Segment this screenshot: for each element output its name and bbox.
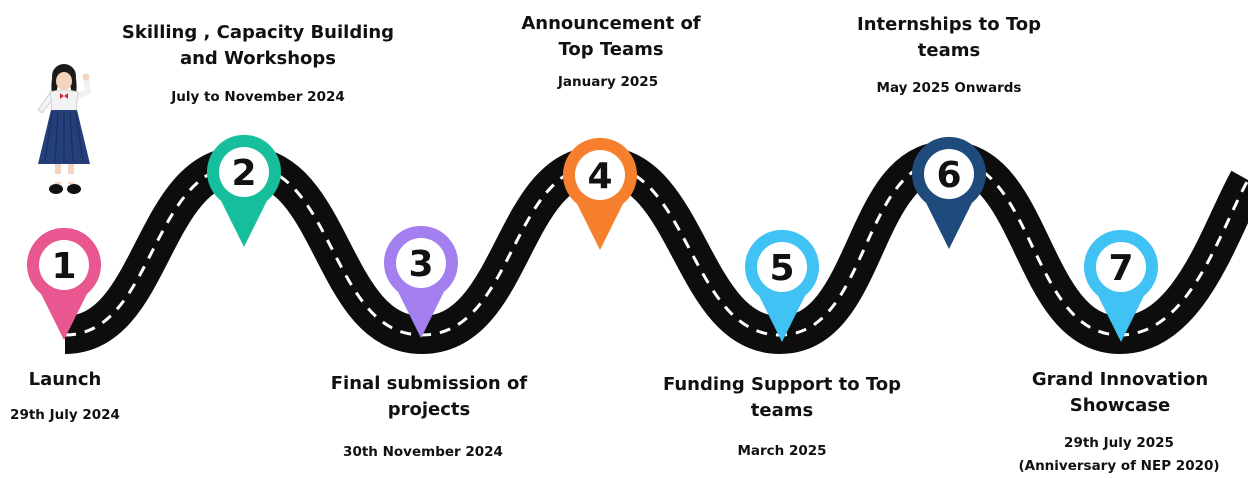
map-pin-3: 3 [384, 225, 459, 338]
milestone-4-title: Announcement of Top Teams [521, 13, 701, 60]
map-pin-center [1096, 242, 1146, 292]
milestone-number: 7 [1108, 248, 1133, 289]
girl-illustration [37, 64, 92, 194]
milestone-4-date: January 2025 [557, 74, 659, 90]
map-pin-1: 1 [27, 227, 102, 340]
map-pin-center [924, 149, 974, 199]
map-pin-2: 2 [207, 134, 282, 247]
milestone-number: 1 [51, 246, 76, 287]
map-pin-center [219, 147, 269, 197]
milestone-2-title: Skilling , Capacity Building and Worksho… [121, 22, 395, 69]
milestone-3-title: Final submission of projects [330, 373, 528, 420]
milestone-7-title: Grand Innovation Showcase [1031, 369, 1209, 416]
milestone-3-date: 30th November 2024 [343, 444, 503, 460]
milestone-2-date: July to November 2024 [171, 89, 345, 105]
map-pin-center [396, 238, 446, 288]
milestone-1-date: 29th July 2024 [10, 407, 120, 423]
map-pin-4: 4 [563, 137, 638, 250]
map-pin-center [757, 242, 807, 292]
milestone-5-date: March 2025 [737, 443, 827, 459]
milestone-number: 5 [769, 248, 794, 289]
milestone-number: 4 [587, 156, 612, 197]
milestone-number: 2 [231, 153, 256, 194]
map-pin-7: 7 [1084, 229, 1158, 342]
milestone-7-date: 29th July 2025 [1064, 435, 1174, 451]
milestone-6-date: May 2025 Onwards [876, 80, 1022, 96]
milestone-number: 3 [408, 244, 433, 285]
milestone-5-title: Funding Support to Top teams [662, 374, 902, 421]
map-pin-center [575, 150, 625, 200]
milestone-number: 6 [936, 155, 961, 196]
milestone-1-title: Launch [28, 369, 102, 390]
map-pin-6: 6 [912, 136, 987, 249]
milestone-6-title: Internships to Top teams [857, 14, 1041, 61]
milestone-7-note: (Anniversary of NEP 2020) [1018, 458, 1220, 474]
map-pin-5: 5 [745, 229, 820, 342]
map-pin-center [39, 240, 89, 290]
